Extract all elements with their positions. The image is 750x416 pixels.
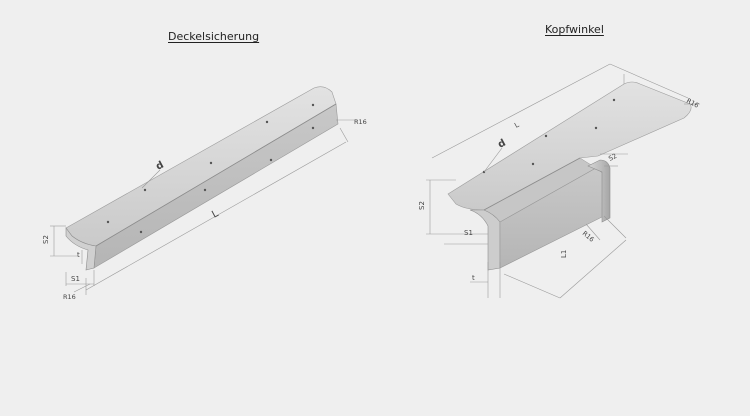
label-S2-right-left: S2 xyxy=(418,201,426,210)
deckelsicherung-labels: d L S2 t S1 R16 R16 xyxy=(42,118,367,301)
label-R16-bottom-left: R16 xyxy=(63,293,76,301)
label-S1-left: S1 xyxy=(71,275,80,283)
label-R16-inner-right: R16 xyxy=(581,229,596,243)
kopfwinkel-part xyxy=(447,81,692,271)
deckelsicherung-title: Deckelsicherung xyxy=(168,30,260,43)
label-S2-left: S2 xyxy=(42,235,50,244)
mounting-holes-left xyxy=(106,103,315,234)
kopfwinkel-dimensions xyxy=(426,63,700,299)
label-d-left: d xyxy=(154,160,165,173)
label-d-right: d xyxy=(496,138,507,151)
label-R16-end-left: R16 xyxy=(354,118,367,126)
label-L-left: L xyxy=(210,208,220,221)
label-t-right: t xyxy=(472,274,475,282)
deckelsicherung-part xyxy=(65,86,339,271)
deckelsicherung-dimensions xyxy=(50,119,358,295)
label-S2-right: S2 xyxy=(607,152,618,163)
label-L-right: L xyxy=(513,121,520,130)
label-L1-right: L1 xyxy=(560,250,568,258)
label-t-left: t xyxy=(77,251,80,259)
kopfwinkel-title: Kopfwinkel xyxy=(545,23,604,36)
label-S1-right: S1 xyxy=(464,229,473,237)
